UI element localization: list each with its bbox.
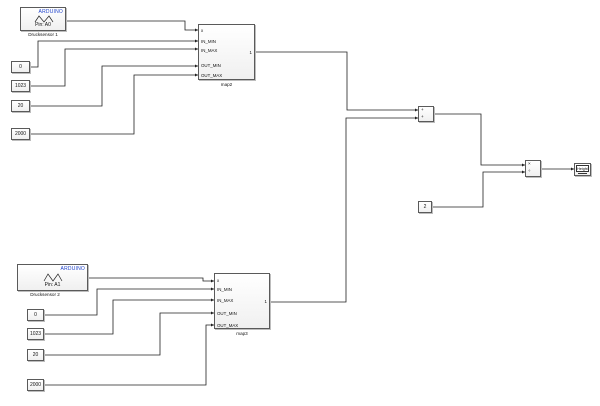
scope-label: Height — [577, 167, 588, 171]
map2-port-out-min: OUT_MIN — [201, 63, 221, 68]
divide-block[interactable]: × ÷ — [525, 160, 541, 177]
sensor2-pin: Pin: A1 — [44, 282, 61, 288]
divide-sign-2: ÷ — [528, 168, 531, 173]
const-0-bottom[interactable]: 0 — [27, 309, 44, 321]
map3-port-out-max: OUT_MAX — [217, 323, 239, 328]
map3-port-in-min: IN_MIN — [217, 287, 232, 292]
map2-port-out: 1 — [249, 50, 252, 55]
wire-sum-divide — [434, 113, 525, 166]
map3-block[interactable]: x IN_MIN IN_MAX OUT_MIN OUT_MAX 1 — [214, 273, 270, 329]
wire-b20-map3 — [44, 312, 214, 356]
sensor2-name: Drucksensor 2 — [30, 292, 60, 297]
const-0-top[interactable]: 0 — [11, 61, 30, 73]
map3-port-out-min: OUT_MIN — [217, 311, 237, 316]
const-20-top[interactable]: 20 — [11, 100, 30, 112]
sine-wave-icon — [34, 15, 54, 23]
map3-port-x: x — [217, 278, 220, 283]
arduino-brand-2: ARDUINO — [60, 266, 85, 272]
map3-port-in-max: IN_MAX — [217, 298, 234, 303]
map2-port-out-max: OUT_MAX — [201, 73, 223, 78]
map2-block[interactable]: x IN_MIN IN_MAX OUT_MIN OUT_MAX 1 — [198, 24, 255, 80]
divide-sign-1: × — [528, 161, 531, 166]
arduino-brand: ARDUINO — [38, 9, 63, 15]
sum-sign-2: + — [421, 114, 424, 119]
sensor1-name: Drucksensor 1 — [28, 32, 58, 37]
const-2000-bottom[interactable]: 2000 — [27, 379, 44, 391]
map2-port-in-max: IN_MAX — [201, 48, 218, 53]
sum-sign-1: + — [421, 107, 424, 112]
drucksensor-2-block[interactable]: ARDUINO Pin: A1 — [17, 264, 88, 291]
scope-base — [578, 173, 587, 174]
const-20-bottom[interactable]: 20 — [27, 349, 44, 361]
map3-name: map3 — [236, 331, 248, 336]
wire-c20-map2 — [30, 65, 198, 107]
wire-two-divide — [432, 171, 525, 208]
wire-b0-map3 — [44, 288, 214, 316]
height-scope-block[interactable]: Height — [574, 163, 591, 176]
scope-icon: Height — [576, 165, 589, 172]
map2-name: map2 — [220, 82, 233, 87]
wire-map3-sum — [270, 117, 418, 303]
const-2000-top[interactable]: 2000 — [11, 128, 30, 140]
drucksensor-1-block[interactable]: ARDUINO Pin: A0 — [20, 7, 66, 31]
wire-map2-sum — [255, 51, 418, 111]
wire-b2000-map3 — [44, 324, 214, 386]
map2-port-in-min: IN_MIN — [201, 39, 216, 44]
wire-c0-map2 — [30, 40, 198, 68]
map3-port-out: 1 — [264, 299, 267, 304]
sensor1-pin: Pin: A0 — [35, 22, 51, 28]
wire-b1023-map3 — [44, 299, 214, 335]
map2-port-x: x — [201, 28, 204, 33]
sine-wave-icon — [43, 273, 63, 282]
const-2[interactable]: 2 — [418, 201, 432, 213]
wire-sensor2-map3 — [88, 277, 214, 282]
wire-c2000-map2 — [30, 74, 198, 135]
const-1023-top[interactable]: 1023 — [11, 80, 30, 92]
wire-c1023-map2 — [30, 48, 198, 87]
const-1023-bottom[interactable]: 1023 — [27, 328, 44, 340]
sum-block[interactable]: + + — [418, 106, 434, 122]
wire-sensor1-map2 — [66, 20, 198, 31]
